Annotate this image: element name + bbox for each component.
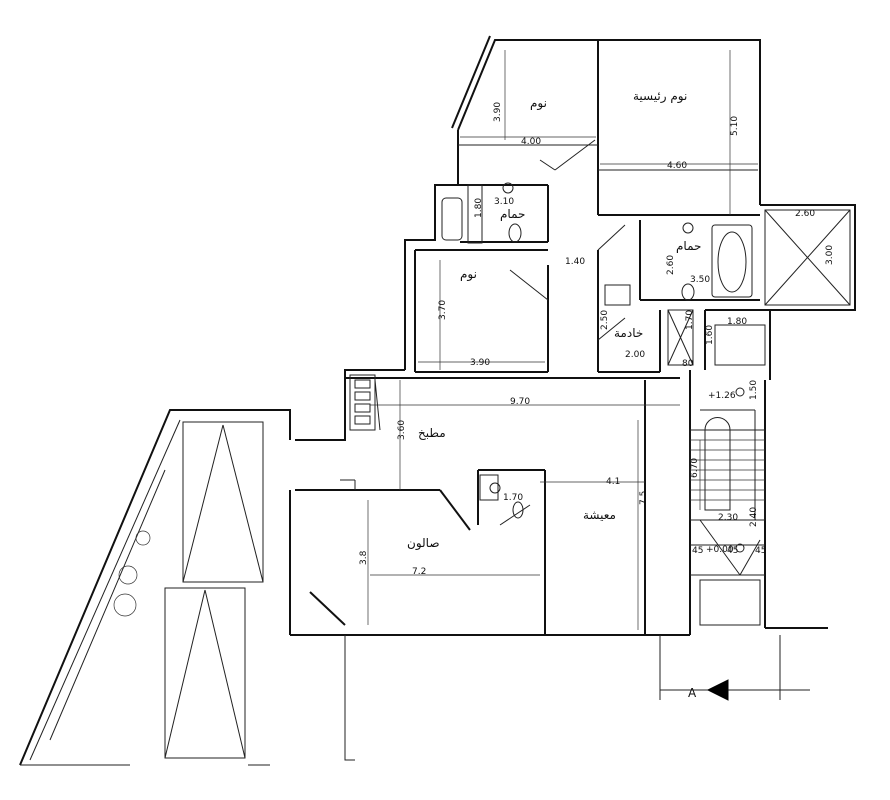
dim-1-80-vertical: 1.80	[474, 198, 484, 218]
room-label-maid-room: خادمة	[614, 326, 643, 340]
dim-3-90-vertical: 3.90	[493, 102, 503, 122]
level-target-icon	[735, 387, 745, 397]
section-mark: A	[688, 686, 697, 700]
room-label-bathroom-2: حمام	[676, 239, 701, 253]
dim-7-5: 7.5	[639, 491, 649, 505]
section-arrow-icon	[706, 679, 729, 701]
room-label-living: معيشة	[583, 508, 616, 522]
dim-3-00: 3.00	[825, 245, 835, 265]
level-target-icon	[735, 543, 745, 553]
dim-7-2: 7.2	[412, 567, 426, 577]
exterior-walls	[289, 35, 856, 636]
dim-80: 80	[682, 359, 694, 369]
stair	[689, 409, 766, 626]
level-lower: +0.00	[706, 545, 734, 555]
dim-4-00: 4.00	[521, 137, 541, 147]
shaft	[764, 209, 851, 306]
dim-4-60: 4.60	[667, 161, 687, 171]
interior-walls	[295, 40, 770, 635]
room-label-bathroom-1: حمام	[500, 207, 525, 221]
dim-1-70-horizontal: 1.70	[503, 493, 523, 503]
dim-4-1: 4.1	[606, 477, 620, 487]
level-markers: +1.26 +0.00	[706, 387, 745, 555]
dimension-labels: 3.90 4.00 4.60 5.10 3.10 1.80 1.40 2.60 …	[359, 102, 835, 577]
level-upper: +1.26	[708, 391, 736, 401]
dim-45-middle: 45	[727, 546, 738, 556]
room-label-salon: صالون	[407, 536, 440, 551]
dim-1-80-horizontal: 1.80	[727, 317, 747, 327]
dim-2-60-horizontal: 2.60	[795, 209, 815, 219]
room-label-bedroom-1: نوم	[530, 96, 547, 111]
dim-45-left: 45	[692, 546, 703, 556]
room-label-master-bedroom: نوم رئيسية	[633, 89, 687, 104]
dim-3-90-horizontal: 3.90	[470, 358, 490, 368]
dim-3-8: 3.8	[359, 550, 369, 565]
dim-45-right: 45	[755, 546, 766, 556]
door-swings	[499, 139, 626, 526]
room-label-kitchen: مطبخ	[418, 426, 446, 440]
dim-3-60: 3.60	[397, 420, 407, 440]
dim-1-50: 1.50	[749, 380, 759, 400]
dim-3-50: 3.50	[690, 275, 710, 285]
dim-1-60: 1.60	[705, 325, 715, 345]
dim-1-70-vertical: 1.70	[685, 310, 695, 330]
dim-3-10: 3.10	[494, 197, 514, 207]
dim-1-40: 1.40	[565, 257, 585, 267]
dim-2-30: 2.30	[718, 513, 738, 523]
dimension-lines	[367, 50, 758, 630]
kitchen-counter	[349, 374, 381, 431]
dim-2-50: 2.50	[600, 310, 610, 330]
dim-9-70: 9.70	[510, 397, 530, 407]
dim-5-10: 5.10	[730, 116, 740, 136]
dim-2-60-vertical: 2.60	[666, 255, 676, 275]
room-labels: نوم نوم رئيسية حمام حمام نوم خادمة مطبخ …	[407, 89, 701, 551]
dim-3-70: 3.70	[438, 300, 448, 320]
room-label-bedroom-2: نوم	[460, 267, 477, 282]
fixtures	[441, 182, 766, 519]
dim-6-70: 6.70	[690, 458, 700, 478]
dim-2-40: 2.40	[749, 507, 759, 527]
garden-area	[19, 409, 810, 766]
dim-2-00: 2.00	[625, 350, 645, 360]
